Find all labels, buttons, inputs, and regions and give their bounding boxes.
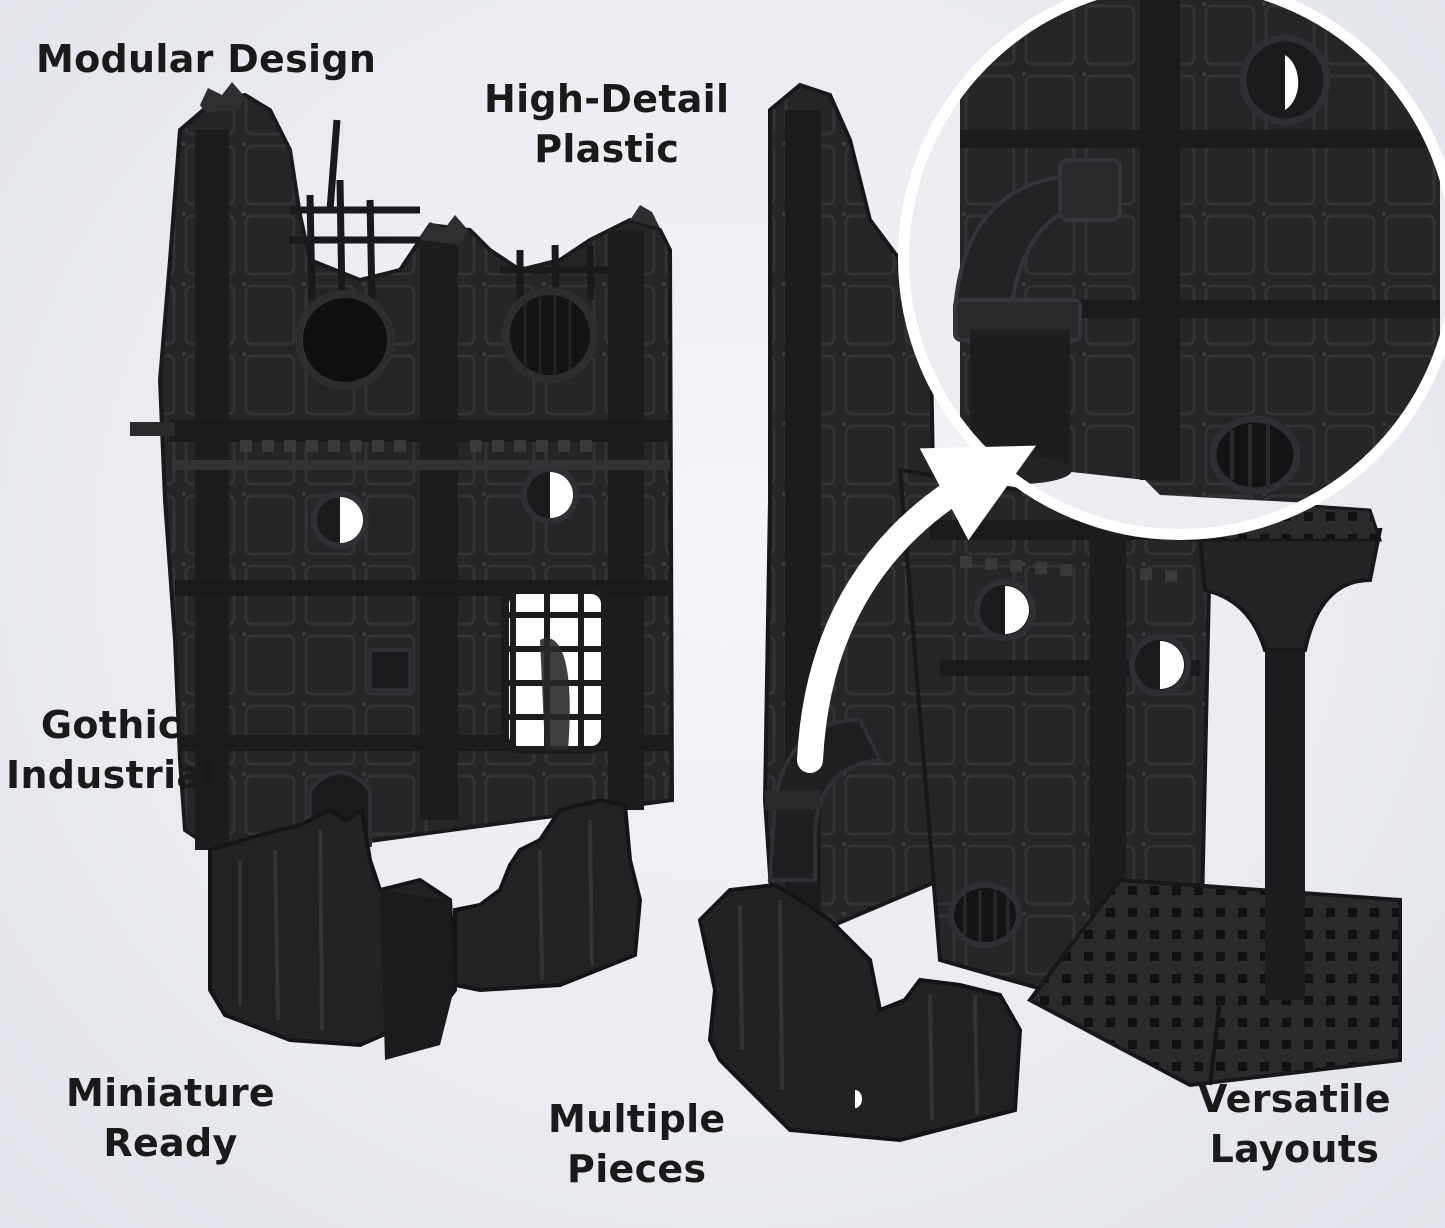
label-versatile-line-2: Layouts bbox=[1209, 1127, 1380, 1171]
label-miniature-line-2: Ready bbox=[103, 1121, 238, 1165]
label-multiple-line-1: Multiple bbox=[548, 1097, 726, 1141]
label-gothic-line-1: Gothic bbox=[40, 703, 181, 747]
label-high-detail-plastic: High-Detail Plastic bbox=[484, 74, 729, 174]
right-rubble-wall bbox=[697, 882, 1023, 1143]
label-high-detail-line-2: Plastic bbox=[534, 127, 680, 171]
label-versatile-layouts: Versatile Layouts bbox=[1198, 1074, 1391, 1174]
label-versatile-line-1: Versatile bbox=[1198, 1077, 1391, 1121]
right-building bbox=[762, 82, 1402, 1088]
label-high-detail-line-1: High-Detail bbox=[484, 77, 730, 121]
label-gothic-line-2: Industrial bbox=[6, 753, 216, 797]
label-modular-design: Modular Design bbox=[36, 34, 376, 84]
label-modular-line-1: Modular Design bbox=[36, 37, 377, 81]
label-miniature-line-1: Miniature bbox=[66, 1071, 275, 1115]
label-gothic-industrial: Gothic Industrial bbox=[6, 700, 216, 800]
zoom-detail-circle bbox=[898, 0, 1445, 540]
label-multiple-line-2: Pieces bbox=[567, 1147, 707, 1191]
label-multiple-pieces: Multiple Pieces bbox=[548, 1094, 725, 1194]
left-ruined-wall bbox=[130, 82, 675, 863]
left-rubble-walls bbox=[208, 797, 643, 1060]
zoom-arrow bbox=[797, 445, 1036, 773]
label-miniature-ready: Miniature Ready bbox=[66, 1068, 275, 1168]
